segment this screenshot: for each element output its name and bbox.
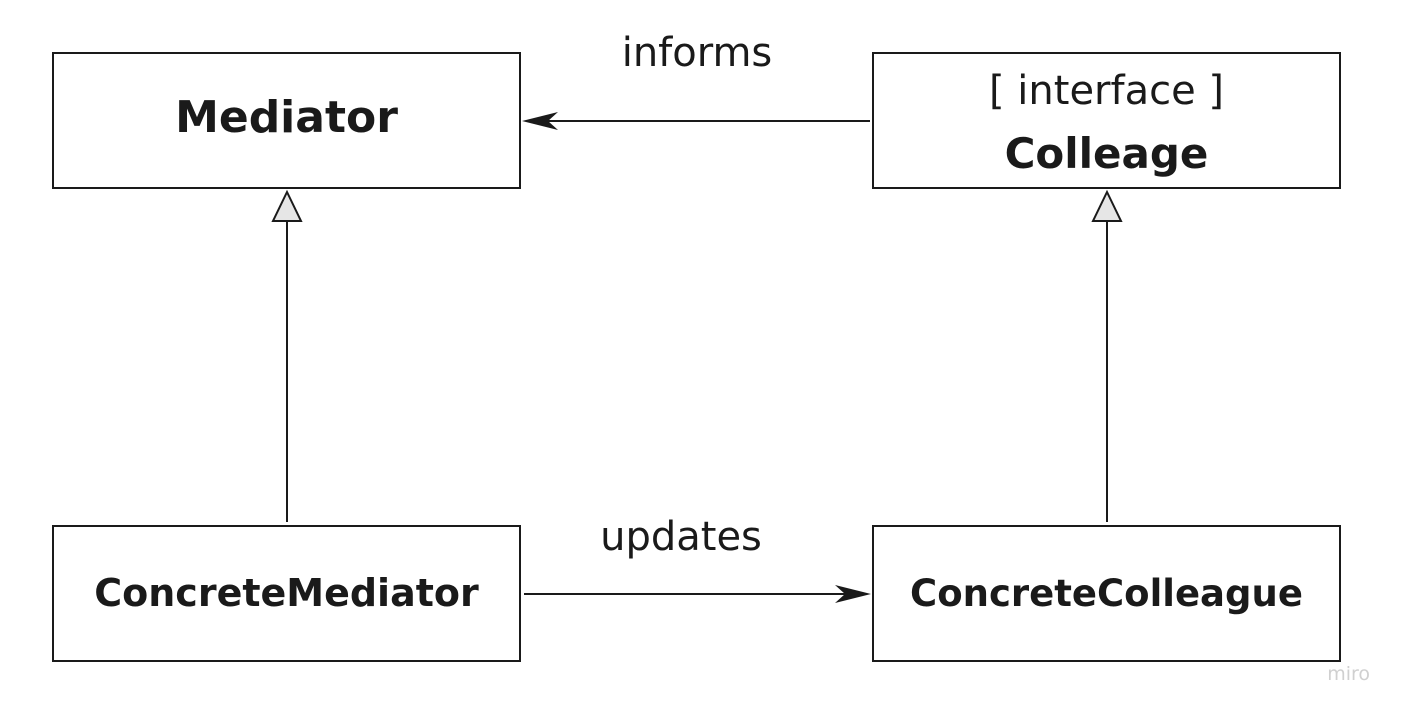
informs-arrowhead [522, 112, 558, 130]
concrete-mediator-class-box [52, 525, 521, 662]
concrete-mediator-class-name: ConcreteMediator [94, 571, 479, 615]
miro-watermark: miro [1327, 663, 1370, 685]
concrete-colleague-class[interactable]: ConcreteColleague [872, 525, 1341, 662]
colleague-interface[interactable]: [ interface ] Colleage [872, 52, 1341, 189]
mediator-generalization[interactable] [271, 189, 303, 522]
concrete-colleague-class-box [872, 525, 1341, 662]
updates-arrowhead [835, 585, 871, 603]
informs-association[interactable]: informs [522, 30, 870, 130]
colleague-generalization-triangle [1091, 189, 1123, 222]
colleague-generalization[interactable] [1091, 189, 1123, 522]
colleague-stereotype: [ interface ] [989, 68, 1224, 114]
mediator-generalization-triangle [271, 189, 303, 222]
concrete-colleague-class-name: ConcreteColleague [910, 572, 1303, 615]
mediator-class[interactable]: Mediator [52, 52, 521, 189]
mediator-class-box [52, 52, 521, 189]
colleague-interface-box [872, 52, 1341, 189]
updates-label: updates [600, 514, 762, 560]
colleague-interface-name: Colleage [1005, 129, 1209, 178]
mediator-class-name: Mediator [175, 92, 398, 143]
updates-association[interactable]: updates [524, 514, 871, 603]
informs-label: informs [622, 30, 773, 76]
concrete-mediator-class[interactable]: ConcreteMediator [52, 525, 521, 662]
